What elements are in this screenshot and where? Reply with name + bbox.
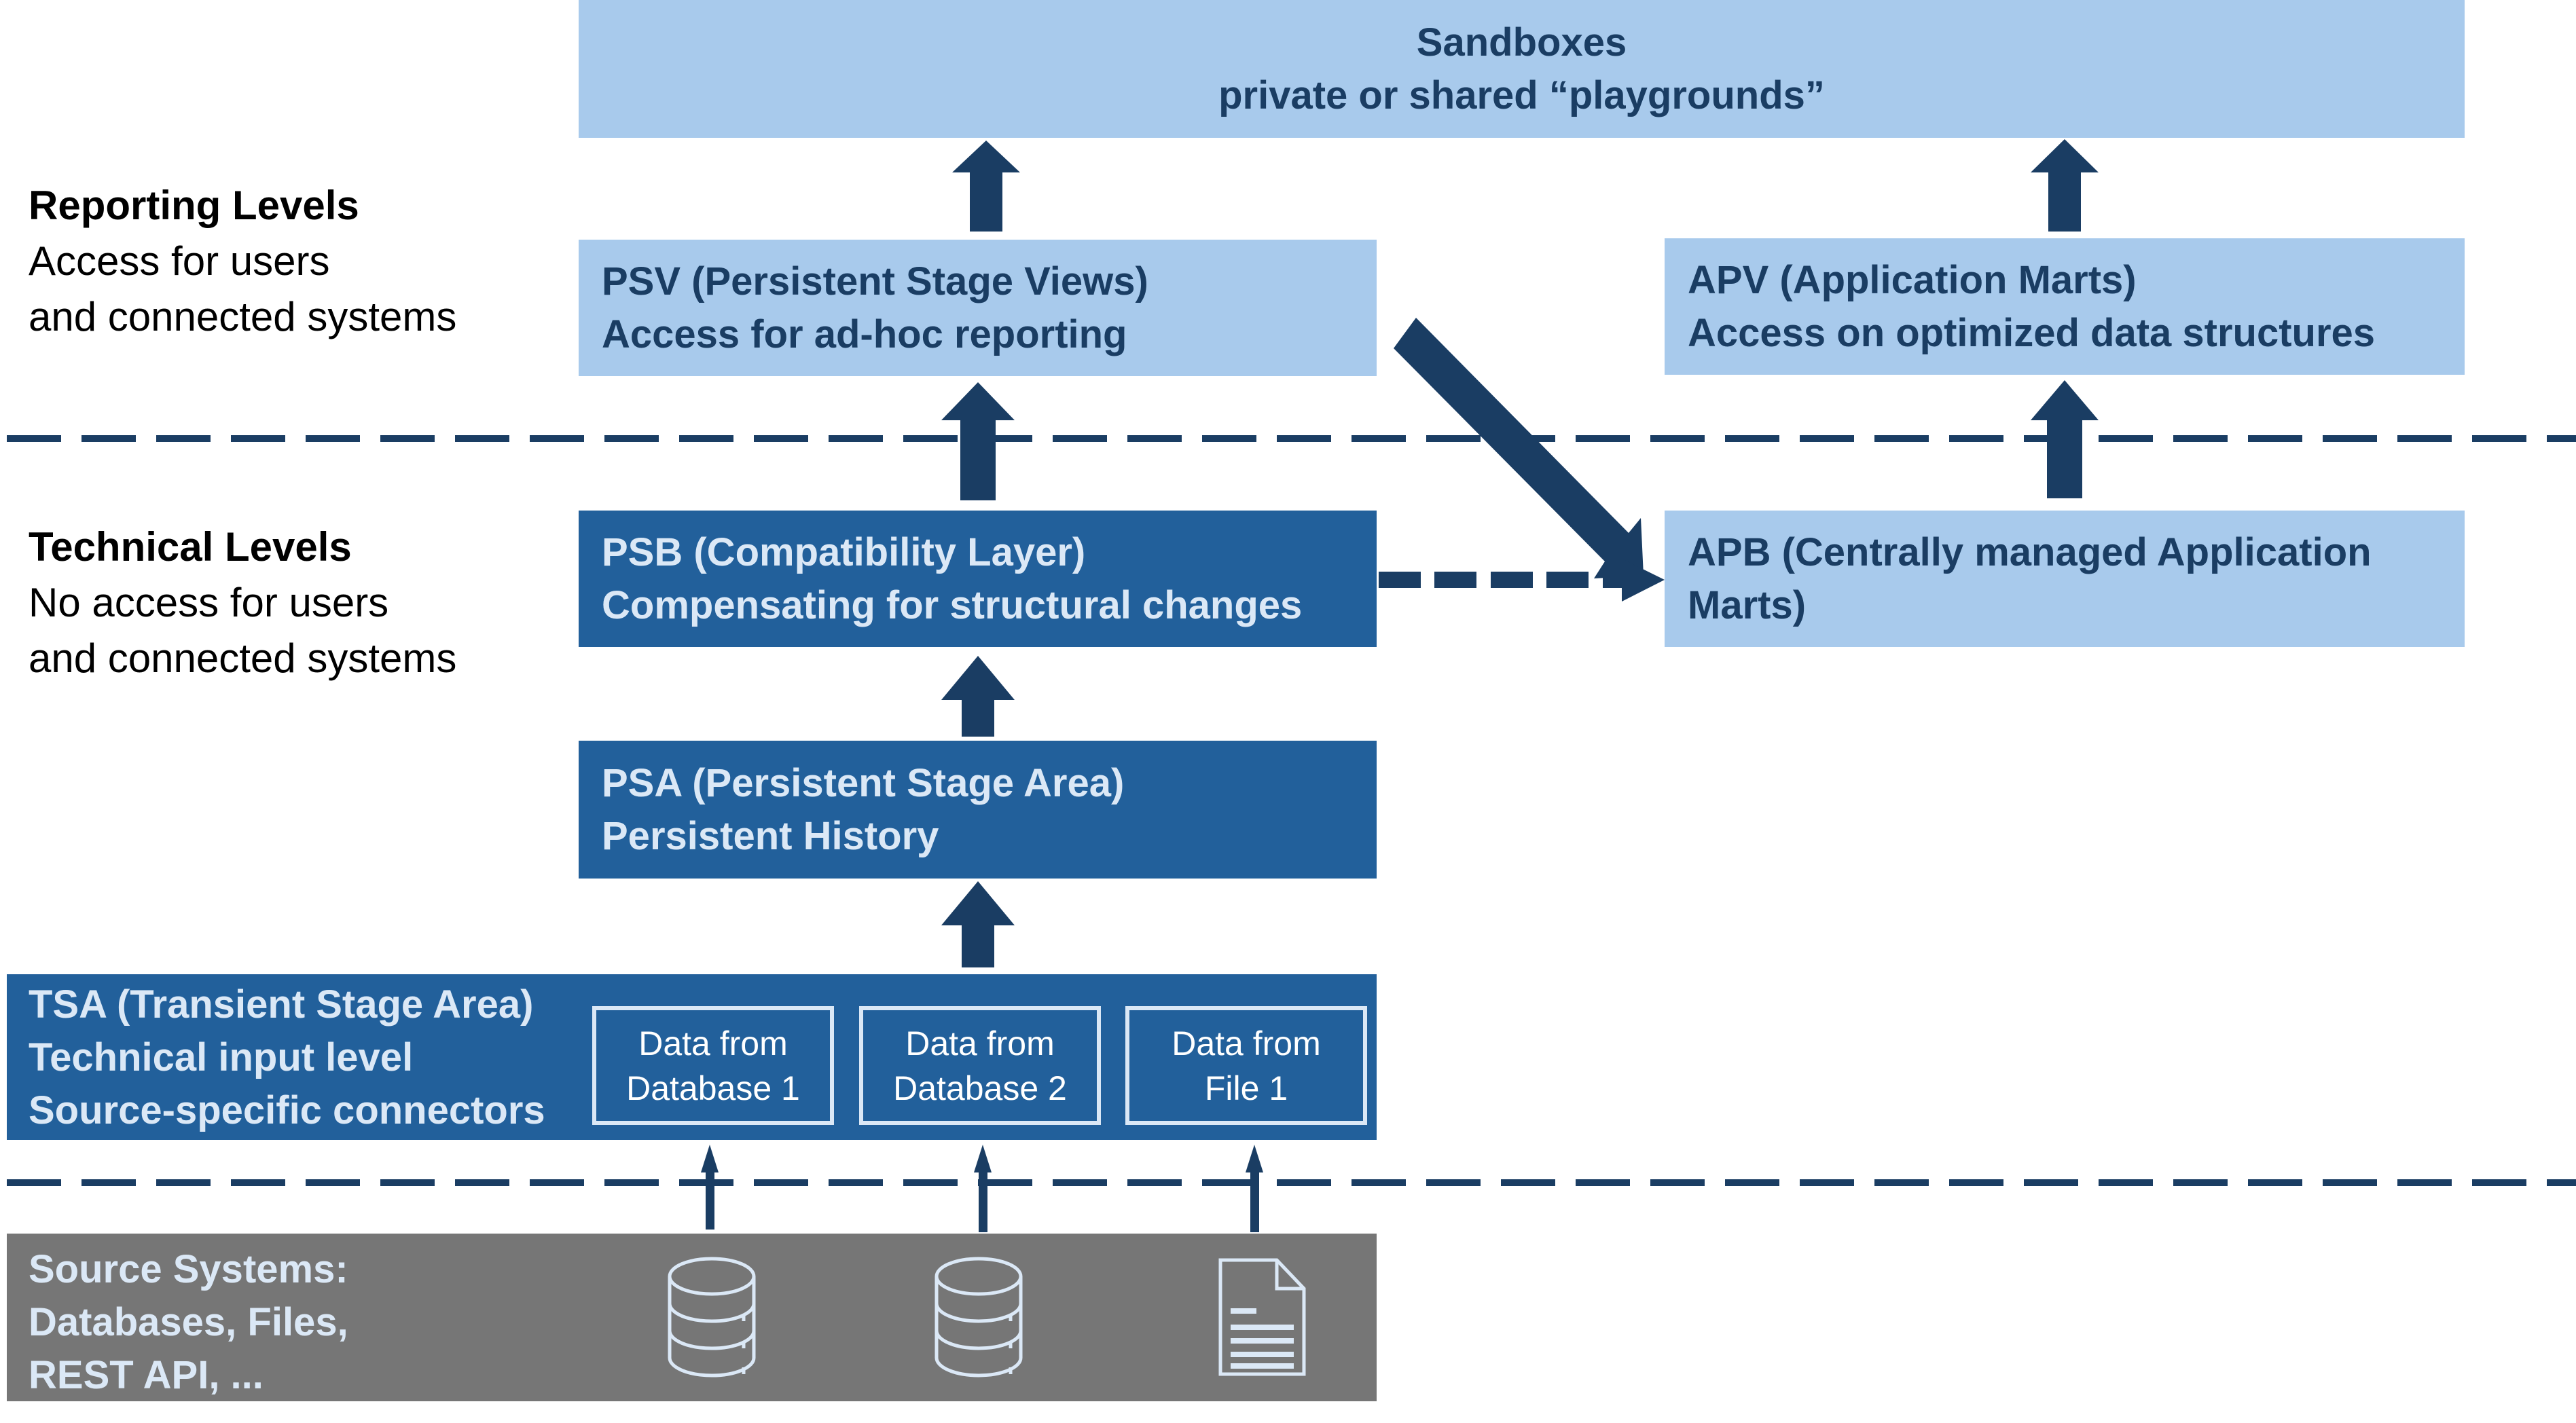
- psa-description: Persistent History: [602, 813, 939, 858]
- database-icon: [668, 1257, 756, 1378]
- arrow-psb-to-apb-dashed: [1379, 559, 1665, 602]
- source-systems-title: Source Systems:: [29, 1247, 348, 1291]
- tsa-text: TSA (Transient Stage Area) Technical inp…: [29, 978, 585, 1137]
- apv-box: APV (Application Marts) Access on optimi…: [1665, 238, 2465, 375]
- reporting-levels-label: Reporting Levels Access for users and co…: [29, 178, 558, 345]
- database-icon: [935, 1257, 1023, 1378]
- tsa-description-2: Source-specific connectors: [29, 1088, 545, 1132]
- technical-levels-title: Technical Levels: [29, 524, 352, 570]
- sandboxes-title: Sandboxes: [1416, 20, 1627, 64]
- psa-title: PSA (Persistent Stage Area): [602, 760, 1125, 805]
- connector-database-1: Data from Database 1: [592, 1006, 834, 1125]
- arrow-apb-to-apv: [2031, 380, 2099, 498]
- psv-title: PSV (Persistent Stage Views): [602, 259, 1148, 303]
- reporting-levels-desc-2: and connected systems: [29, 294, 457, 339]
- sandboxes-box: Sandboxes private or shared “playgrounds…: [579, 0, 2465, 138]
- tsa-box: TSA (Transient Stage Area) Technical inp…: [7, 974, 1377, 1140]
- reporting-levels-title: Reporting Levels: [29, 183, 359, 228]
- technical-levels-label: Technical Levels No access for users and…: [29, 519, 558, 686]
- apb-box: APB (Centrally managed Application Marts…: [1665, 511, 2465, 647]
- psb-title: PSB (Compatibility Layer): [602, 530, 1086, 574]
- connector-database-1-line-1: Data from: [638, 1024, 788, 1062]
- source-systems-line-3: REST API, ...: [29, 1353, 264, 1397]
- connector-file-1-line-2: File 1: [1204, 1069, 1288, 1107]
- psv-description: Access for ad-hoc reporting: [602, 312, 1127, 356]
- connector-database-2-line-1: Data from: [905, 1024, 1055, 1062]
- arrow-psb-to-psv: [941, 382, 1015, 500]
- connector-database-1-line-2: Database 1: [626, 1069, 800, 1107]
- apv-title: APV (Application Marts): [1688, 257, 2137, 302]
- apv-description: Access on optimized data structures: [1688, 310, 2376, 355]
- tsa-title: TSA (Transient Stage Area): [29, 982, 534, 1027]
- connector-database-2-line-2: Database 2: [893, 1069, 1067, 1107]
- psa-box: PSA (Persistent Stage Area) Persistent H…: [579, 741, 1377, 879]
- technical-levels-desc-1: No access for users: [29, 580, 389, 625]
- connector-file-1-line-1: Data from: [1172, 1024, 1321, 1062]
- psv-box: PSV (Persistent Stage Views) Access for …: [579, 240, 1377, 376]
- connector-database-2: Data from Database 2: [859, 1006, 1101, 1125]
- arrow-apv-to-sandboxes: [2031, 139, 2099, 232]
- arrow-tsa-to-psa: [941, 881, 1015, 967]
- psb-description: Compensating for structural changes: [602, 583, 1303, 627]
- arrow-psa-to-psb: [941, 656, 1015, 737]
- reporting-levels-desc-1: Access for users: [29, 238, 330, 284]
- source-systems-text: Source Systems: Databases, Files, REST A…: [29, 1243, 504, 1402]
- arrow-db2-to-connector: [974, 1145, 992, 1232]
- apb-title-line-1: APB (Centrally managed Application: [1688, 530, 2372, 574]
- source-systems-line-2: Databases, Files,: [29, 1300, 348, 1344]
- psb-box: PSB (Compatibility Layer) Compensating f…: [579, 511, 1377, 647]
- technical-levels-desc-2: and connected systems: [29, 635, 457, 681]
- arrow-psv-to-sandboxes: [952, 141, 1020, 232]
- arrow-db1-to-connector: [701, 1145, 719, 1230]
- file-icon: [1218, 1258, 1306, 1376]
- apb-title-line-2: Marts): [1688, 583, 1807, 627]
- tsa-description-1: Technical input level: [29, 1035, 414, 1079]
- arrow-file1-to-connector: [1246, 1145, 1263, 1232]
- connector-file-1: Data from File 1: [1125, 1006, 1367, 1125]
- sandboxes-subtitle: private or shared “playgrounds”: [1218, 73, 1825, 117]
- arrow-psv-to-apb: [1394, 318, 1644, 578]
